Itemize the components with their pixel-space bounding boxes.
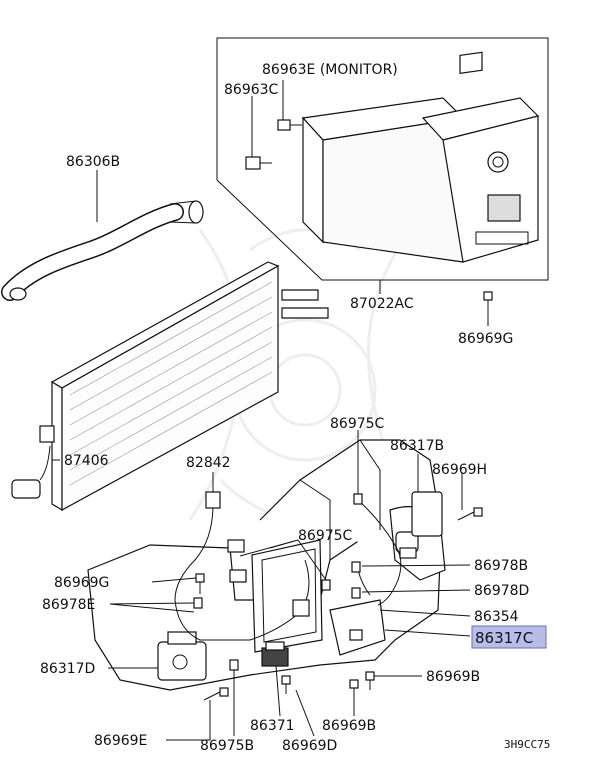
callout-86317B[interactable]: 86317B: [390, 438, 444, 454]
callout-86306B[interactable]: 86306B: [66, 154, 120, 170]
resistor-86371[interactable]: [261, 641, 289, 667]
clip-86978B[interactable]: [351, 561, 361, 573]
screw-86969H[interactable]: [457, 507, 483, 521]
callout-87406[interactable]: 87406: [64, 453, 109, 469]
actuator-86317C[interactable]: [329, 599, 386, 656]
diagram-code: 3H9CC75: [504, 738, 550, 751]
callout-86978D[interactable]: 86978D: [474, 583, 529, 599]
screw-86969E[interactable]: [203, 687, 229, 701]
highlight-box-86317C: [471, 625, 547, 649]
callout-86975C-a[interactable]: 86975C: [330, 416, 385, 432]
callout-86969H[interactable]: 86969H: [432, 462, 487, 478]
condenser-87406[interactable]: [39, 261, 329, 512]
monitor-screw-upper[interactable]: [277, 119, 302, 131]
callout-86975B[interactable]: 86975B: [200, 738, 254, 754]
monitor-screw-lower[interactable]: [245, 156, 272, 170]
leader-lines: [51, 80, 489, 741]
callout-86317D[interactable]: 86317D: [40, 661, 95, 677]
callout-86317C[interactable]: 86317C: [475, 629, 533, 647]
callout-86978B[interactable]: 86978B: [474, 558, 528, 574]
actuator-86317D[interactable]: [157, 631, 207, 681]
clip-86975B[interactable]: [229, 659, 239, 671]
monitor-inset-box: [216, 37, 549, 281]
clip-86978D[interactable]: [351, 587, 361, 599]
screw-86969B-right[interactable]: [365, 671, 375, 690]
callout-86969G-mid[interactable]: 86969G: [54, 575, 109, 591]
hose-86306B[interactable]: [1, 200, 204, 301]
callout-82842[interactable]: 82842: [186, 455, 231, 471]
callout-86978E[interactable]: 86978E: [42, 597, 95, 613]
callout-86969D[interactable]: 86969D: [282, 738, 337, 754]
monitor-unit[interactable]: [301, 51, 540, 263]
clip-86975C-b[interactable]: [321, 579, 331, 591]
actuator-86317B[interactable]: [399, 491, 443, 559]
screw-86969G-top[interactable]: [483, 291, 493, 312]
callout-86963E[interactable]: 86963E (MONITOR): [262, 62, 398, 78]
callout-86969B-right[interactable]: 86969B: [426, 669, 480, 685]
callout-87022AC[interactable]: 87022AC: [350, 296, 414, 312]
callout-86963C[interactable]: 86963C: [224, 82, 279, 98]
screw-86969B-bottom[interactable]: [349, 679, 359, 700]
callout-86354[interactable]: 86354: [474, 609, 519, 625]
connector-82842[interactable]: [205, 491, 221, 509]
callout-86969G-top[interactable]: 86969G: [458, 331, 513, 347]
wiring-harness[interactable]: [174, 499, 402, 641]
screw-86969D[interactable]: [281, 675, 291, 694]
sensor-87406[interactable]: [11, 445, 51, 499]
callout-86969B-bottom[interactable]: 86969B: [322, 718, 376, 734]
callout-86969E[interactable]: 86969E: [94, 733, 147, 749]
clip-86978E[interactable]: [193, 597, 203, 609]
callout-86371[interactable]: 86371: [250, 718, 295, 734]
callout-86975C-b[interactable]: 86975C: [298, 528, 353, 544]
clip-86975C-a[interactable]: [353, 493, 363, 505]
